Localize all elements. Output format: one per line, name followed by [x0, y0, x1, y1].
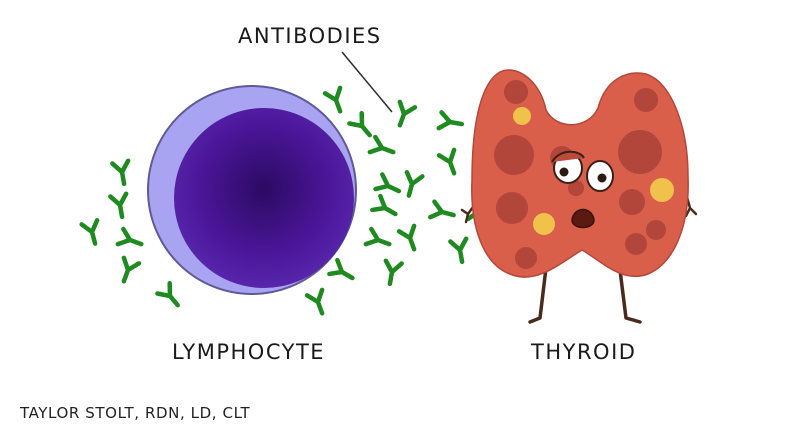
antibody-icon	[430, 202, 455, 223]
antibody-icon	[401, 172, 422, 197]
lymphocyte-label: LYMPHOCYTE	[172, 340, 326, 364]
thyroid-label: THYROID	[531, 340, 637, 364]
antibody-icon	[366, 229, 392, 252]
antibody-icon	[110, 194, 130, 218]
antibody-icon	[450, 239, 470, 263]
antibody-icon	[329, 260, 356, 285]
antibody-icon	[349, 113, 375, 140]
antibodies-pointer-line	[341, 51, 393, 113]
antibody-icon	[325, 88, 348, 114]
antibody-icon	[439, 150, 462, 176]
author-credit: TAYLOR STOLT, RDN, LD, CLT	[20, 404, 251, 422]
antibody-icon	[112, 161, 132, 185]
antibody-icon	[82, 220, 103, 245]
antibody-icon	[307, 290, 330, 316]
antibody-icon	[370, 137, 396, 160]
antibody-icon	[118, 229, 144, 252]
antibody-icon	[392, 102, 415, 128]
antibody-icon	[157, 283, 183, 310]
antibody-icon	[399, 226, 422, 252]
antibody-icon	[372, 196, 399, 221]
lymphocyte-cell-icon	[147, 85, 357, 295]
antibody-icon	[439, 112, 463, 132]
antibody-icon	[116, 258, 139, 284]
antibody-icon	[382, 261, 402, 285]
thyroid-character-icon	[460, 69, 698, 324]
antibodies-label: ANTIBODIES	[238, 24, 382, 48]
